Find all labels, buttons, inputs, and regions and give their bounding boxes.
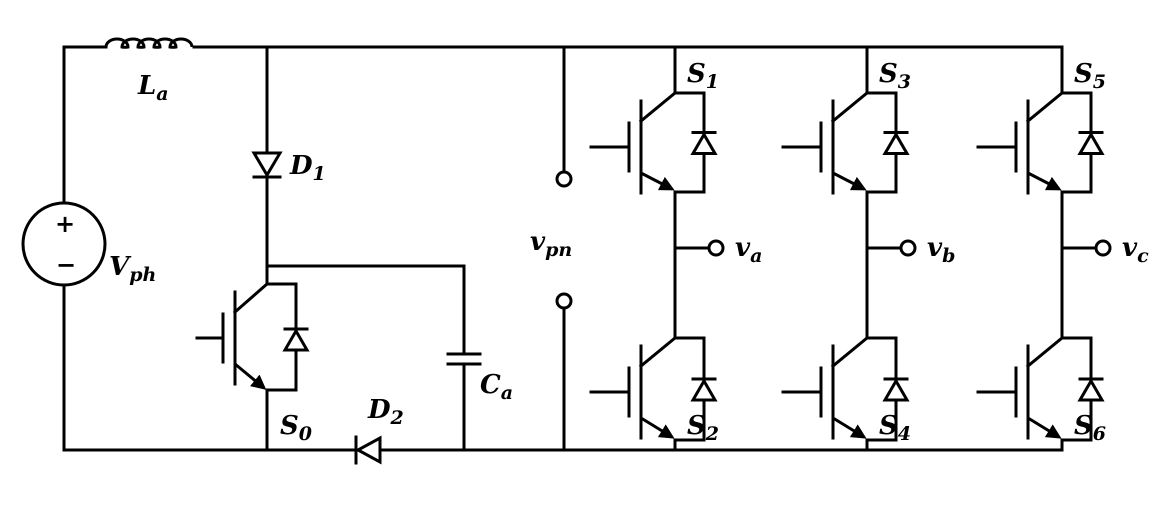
output-terminal-b	[899, 239, 917, 257]
dc-link-terminals	[555, 45, 573, 452]
igbt-s3	[781, 45, 910, 204]
igbt-s1	[589, 45, 718, 204]
diode-d2-label: D2	[367, 395, 404, 429]
label-out_c: vc	[1122, 233, 1149, 267]
igbt-s2	[589, 290, 718, 452]
label-s3: S3	[879, 59, 911, 93]
label-s4: S4	[879, 411, 911, 445]
output-terminal-a	[707, 239, 725, 257]
diode-d2	[354, 435, 382, 465]
diode-d1-label: D1	[289, 151, 326, 185]
label-out_b: vb	[927, 233, 955, 267]
label-s1: S1	[687, 59, 719, 93]
switch-s0-label: S0	[280, 411, 312, 445]
igbt-s5	[976, 45, 1105, 204]
inductor-la	[104, 37, 194, 49]
source-minus-sign: −	[56, 251, 76, 279]
dc-link-label: vpn	[530, 227, 572, 261]
capacitor-ca	[446, 264, 482, 452]
label-s2: S2	[687, 411, 719, 445]
diode-d1	[251, 151, 283, 179]
label-out_a: va	[735, 233, 762, 267]
igbt-s0	[195, 264, 310, 452]
source-label: Vph	[109, 252, 156, 286]
inductor-label: La	[137, 71, 169, 105]
label-s6: S6	[1074, 411, 1106, 445]
igbt-s4	[781, 290, 910, 452]
igbt-s6	[976, 290, 1105, 452]
label-s5: S5	[1074, 59, 1106, 93]
capacitor-label: Ca	[480, 370, 513, 404]
voltage-source: + −	[21, 201, 107, 287]
output-terminal-c	[1094, 239, 1112, 257]
source-plus-sign: +	[55, 210, 75, 238]
